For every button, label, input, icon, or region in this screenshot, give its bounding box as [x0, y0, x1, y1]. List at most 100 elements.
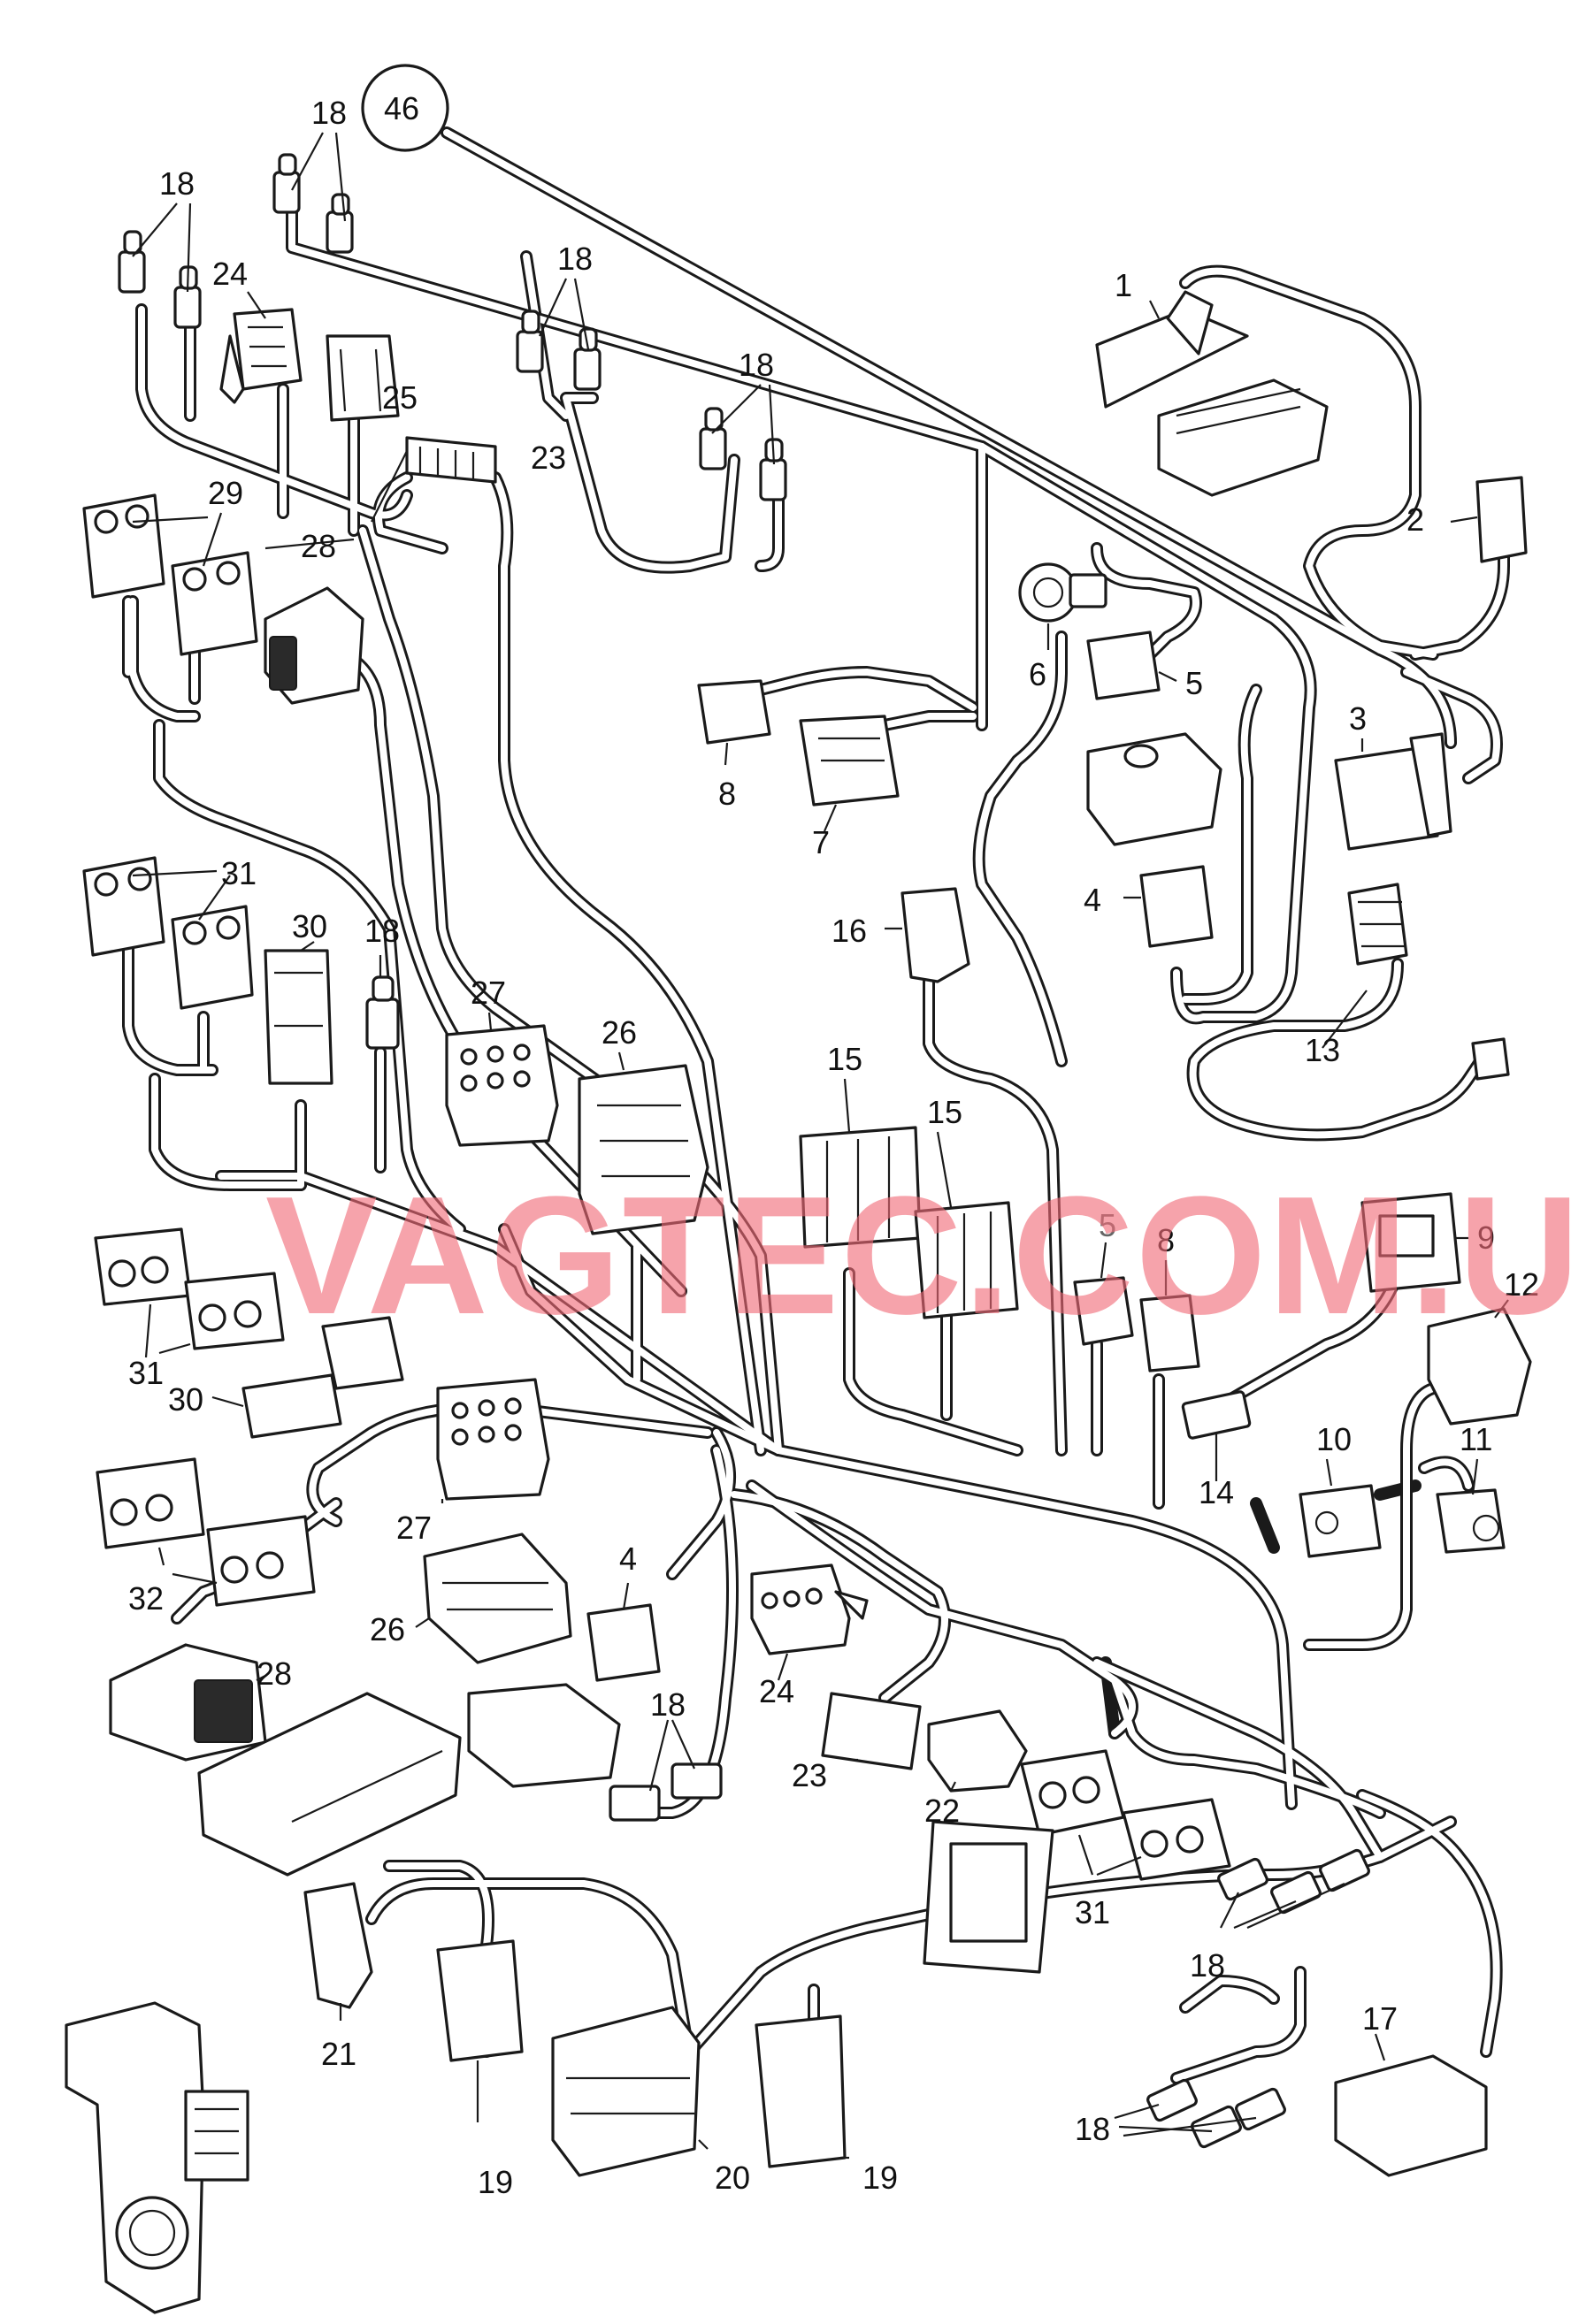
connector-9: [1360, 1192, 1461, 1293]
connector-11: [1436, 1488, 1506, 1554]
callout-4: 4: [1084, 882, 1101, 918]
callout-15: 15: [827, 1041, 862, 1077]
cable-13-connector: [1347, 883, 1510, 1081]
connector-16: [900, 887, 970, 983]
connector-23-lower: [821, 1692, 922, 1770]
connector-8-lower: [1139, 1294, 1200, 1372]
connector-30-mid: [241, 1316, 404, 1439]
connector-10: [1299, 1484, 1382, 1558]
connector-24-lower: [750, 1563, 869, 1655]
callout-30: 30: [168, 1381, 203, 1418]
callout-30: 30: [292, 908, 327, 944]
connector-22: [927, 1709, 1028, 1793]
callout-3: 3: [1349, 700, 1367, 737]
callout-17: 17: [1362, 2000, 1398, 2037]
callout-31: 31: [1075, 1894, 1110, 1930]
callout-46-circle: [361, 64, 449, 152]
connector-28-lower: [109, 1643, 267, 1762]
connector-26-lower: [423, 1533, 572, 1664]
watermark-text: VAGTEC.COM.UA: [265, 1162, 1571, 1349]
callout-9: 9: [1477, 1219, 1495, 1256]
connector-14: [1181, 1390, 1252, 1440]
callout-23: 23: [531, 440, 566, 476]
callout-23: 23: [792, 1757, 827, 1793]
leader-lines: [132, 132, 1509, 2160]
connector-17: [1334, 2054, 1488, 2177]
connector-4-top: [1139, 865, 1214, 948]
callout-28: 28: [301, 528, 336, 564]
callout-5-grey: 5: [1099, 1207, 1116, 1243]
callout-19: 19: [862, 2160, 898, 2196]
callout-6: 6: [1029, 656, 1046, 692]
connector-26-upper: [578, 1064, 709, 1235]
callout-7: 7: [812, 824, 830, 860]
connector-27-upper: [445, 1024, 559, 1147]
callout-1: 1: [1115, 267, 1132, 303]
callout-2: 2: [1406, 501, 1424, 538]
connector-5-lower: [1073, 1276, 1134, 1346]
callout-12: 12: [1504, 1266, 1539, 1303]
callout-21: 21: [321, 2036, 356, 2072]
callout-labels: 46 18 18 24 18 25 18 23 29 28 1 2 3 6 5 …: [128, 90, 1539, 2200]
connector-21: [303, 1882, 373, 2009]
display-module: [923, 1820, 1054, 1974]
callout-20: 20: [715, 2160, 750, 2196]
clip-19-left: [436, 1939, 524, 2062]
pin-connector-18-top-c: [516, 310, 602, 391]
callout-18: 18: [1190, 1947, 1225, 1984]
callout-29: 29: [208, 475, 243, 511]
control-unit-1: [1095, 290, 1329, 497]
callout-26: 26: [602, 1014, 637, 1051]
pin-connector-18-top-d: [699, 407, 787, 501]
pin-connector-18-lower-right: [1217, 1848, 1370, 1915]
sensor-block: [1086, 732, 1222, 846]
connector-12: [1427, 1307, 1532, 1426]
connector-24-top: [219, 308, 303, 404]
callout-16: 16: [831, 913, 867, 949]
callout-15: 15: [927, 1094, 962, 1130]
pin-connector-18-bottom: [1146, 2078, 1286, 2149]
connector-31-lower: [1020, 1749, 1231, 1881]
callout-4: 4: [619, 1540, 637, 1577]
connector-31-upper: [82, 856, 254, 1010]
callout-26: 26: [370, 1611, 405, 1647]
callout-18: 18: [311, 95, 347, 131]
callout-18: 18: [1075, 2111, 1110, 2147]
callout-18: 18: [557, 241, 593, 277]
callout-18: 18: [650, 1686, 686, 1723]
callout-24: 24: [759, 1673, 794, 1709]
callout-11: 11: [1460, 1421, 1492, 1457]
connector-28-top: [264, 586, 364, 705]
callout-28: 28: [257, 1655, 292, 1692]
connector-27-lower: [436, 1378, 550, 1501]
connector-15-b: [914, 1201, 1019, 1319]
callout-13: 13: [1305, 1032, 1340, 1068]
callout-22: 22: [924, 1793, 960, 1829]
callout-25: 25: [382, 379, 418, 416]
connector-7: [799, 715, 900, 807]
control-module-box: [197, 1692, 462, 1877]
callout-19: 19: [478, 2164, 513, 2200]
connector-25: [326, 334, 400, 422]
harness-wires: [122, 126, 1510, 2093]
connector-2: [1475, 476, 1528, 563]
callout-18: 18: [739, 347, 774, 383]
callout-46: 46: [384, 90, 419, 126]
callout-18: 18: [364, 913, 400, 949]
connector-4-lower: [586, 1603, 661, 1682]
connector-6: [1018, 562, 1107, 623]
connector-31-mid: [94, 1227, 285, 1350]
relay-box: [467, 1683, 621, 1788]
callout-31: 31: [221, 855, 257, 891]
connector-30-upper: [264, 949, 333, 1085]
connector-8-top: [697, 679, 771, 745]
callout-18: 18: [159, 165, 195, 202]
callout-5: 5: [1185, 665, 1203, 701]
connector-23-top: [405, 436, 497, 484]
callout-31: 31: [128, 1355, 164, 1391]
pin-connector-18-lower-mid: [609, 1762, 723, 1822]
callout-8: 8: [1157, 1222, 1175, 1258]
callout-32: 32: [128, 1580, 164, 1617]
callout-27: 27: [396, 1510, 432, 1546]
connector-20: [551, 2006, 701, 2177]
